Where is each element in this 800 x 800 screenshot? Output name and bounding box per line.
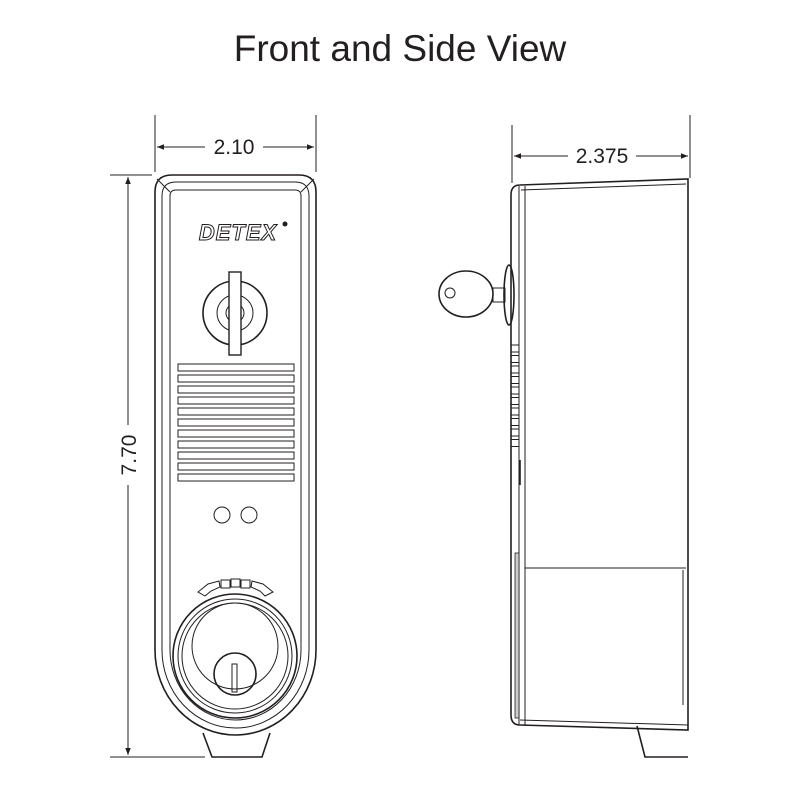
side-vent-slot xyxy=(511,428,520,437)
dimension-label-depth: 2.375 xyxy=(576,145,629,168)
diagram-title: Front and Side View xyxy=(233,28,567,69)
side-vent-slot xyxy=(511,355,520,363)
registered-mark-icon xyxy=(282,221,288,227)
rotation-arrow-icon xyxy=(197,578,274,597)
side-vent-slot xyxy=(511,397,520,405)
side-vents xyxy=(511,344,520,447)
speaker-grille xyxy=(177,363,295,482)
key-switch-cylinder xyxy=(202,271,268,356)
side-vent-slot xyxy=(511,376,520,384)
grille-slot xyxy=(177,396,295,405)
dimension-label-height: 7.70 xyxy=(118,435,141,476)
grille-slot xyxy=(177,440,295,449)
side-vent-slot xyxy=(511,418,520,426)
front-foot xyxy=(202,732,271,758)
side-vent-slot xyxy=(511,344,520,353)
grille-slot xyxy=(177,429,295,438)
led-indicator xyxy=(240,506,258,524)
mortise-lock-cylinder xyxy=(172,593,298,719)
side-foot xyxy=(636,725,688,758)
key-icon xyxy=(438,264,515,326)
detex-logo: DETEX xyxy=(199,220,278,245)
grille-slot xyxy=(177,462,295,471)
dimension-side-depth: 2.375 xyxy=(511,115,691,183)
led-indicator xyxy=(213,506,231,524)
grille-slot xyxy=(177,363,295,372)
side-view xyxy=(438,178,689,758)
grille-slot xyxy=(177,473,295,482)
side-vent-slot xyxy=(511,386,520,395)
grille-slot xyxy=(177,385,295,394)
dimension-front-width: 2.10 xyxy=(154,115,317,172)
side-vent-slot xyxy=(511,439,520,447)
grille-slot xyxy=(177,451,295,460)
grille-slot xyxy=(177,374,295,383)
front-view: DETEX xyxy=(154,174,317,758)
grille-slot xyxy=(177,418,295,427)
dimension-height: 7.70 xyxy=(110,174,205,758)
side-vent-slot xyxy=(511,365,520,374)
grille-slot xyxy=(177,407,295,416)
side-vent-slot xyxy=(511,407,520,416)
dimension-label-width: 2.10 xyxy=(214,136,255,159)
